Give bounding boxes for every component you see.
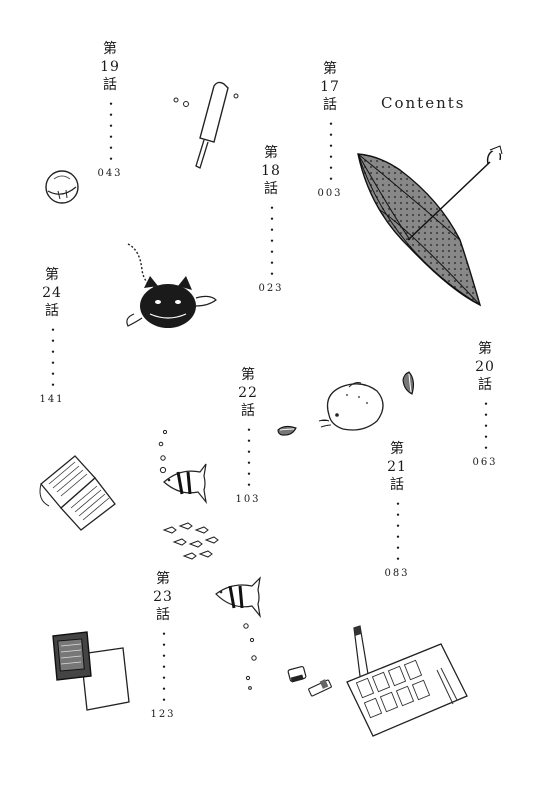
chapter-prefix: 第 <box>45 267 59 283</box>
chapter-leader-dots: ・・・・・ <box>479 398 492 453</box>
chapter-23[interactable]: 第 23 話 ・・・・・・・ 123 <box>148 570 178 720</box>
sunflower-seed-icon <box>277 425 297 436</box>
chapter-22[interactable]: 第 22 話 ・・・・・・ 103 <box>233 366 263 505</box>
chapter-leader-dots: ・・・・・・ <box>242 424 255 490</box>
chapter-number: 18 <box>261 163 281 179</box>
chapter-leader-dots: ・・・・・・ <box>46 324 59 390</box>
contents-title: Contents <box>381 94 466 112</box>
chapter-page-number: 043 <box>97 168 123 179</box>
book-icon <box>39 455 116 531</box>
popsicle-icon <box>173 81 239 169</box>
gashapon-ball-icon <box>45 170 79 204</box>
sunflower-seed-icon <box>402 371 415 395</box>
fish-school-icon <box>162 522 219 560</box>
chapter-prefix: 第 <box>156 571 170 587</box>
sticky-notes-icon <box>346 643 468 737</box>
chapter-leader-dots: ・・・・・・ <box>391 498 404 564</box>
chapter-page-number: 023 <box>258 283 284 294</box>
chapter-page-number: 141 <box>39 394 65 405</box>
chapter-19[interactable]: 第 19 話 ・・・・・・ 043 <box>95 40 125 179</box>
bubble-icon <box>243 623 257 690</box>
chapter-21[interactable]: 第 21 話 ・・・・・・ 083 <box>382 440 412 579</box>
chapter-prefix: 第 <box>103 41 117 57</box>
chapter-prefix: 第 <box>390 441 404 457</box>
chapter-prefix: 第 <box>323 61 337 77</box>
chapter-prefix: 第 <box>264 145 278 161</box>
chapter-suffix: 話 <box>264 181 278 197</box>
chapter-20[interactable]: 第 20 話 ・・・・・ 063 <box>470 340 500 468</box>
chapter-suffix: 話 <box>241 403 255 419</box>
chapter-page-number: 003 <box>317 188 343 199</box>
chapter-number: 22 <box>238 385 258 401</box>
chapter-leader-dots: ・・・・・・・ <box>157 628 170 705</box>
chapter-number: 23 <box>153 589 173 605</box>
chapter-number: 24 <box>42 285 62 301</box>
chapter-page-number: 083 <box>384 568 410 579</box>
chapter-suffix: 話 <box>156 607 170 623</box>
chapter-number: 21 <box>387 459 407 475</box>
hamster-icon <box>318 382 384 431</box>
chapter-number: 19 <box>100 59 120 75</box>
chapter-18[interactable]: 第 18 話 ・・・・・・・ 023 <box>256 144 286 294</box>
chapter-prefix: 第 <box>478 341 492 357</box>
chapter-page-number: 123 <box>150 709 176 720</box>
chapter-page-number: 063 <box>472 457 498 468</box>
eraser-icon <box>287 665 332 697</box>
handheld-console-icon <box>52 631 130 711</box>
chapter-17[interactable]: 第 17 話 ・・・・・・ 003 <box>315 60 345 199</box>
chapter-number: 17 <box>320 79 340 95</box>
chapter-leader-dots: ・・・・・・ <box>324 118 337 184</box>
chapter-prefix: 第 <box>241 367 255 383</box>
chapter-suffix: 話 <box>390 477 404 493</box>
chapter-number: 20 <box>475 359 495 375</box>
chapter-suffix: 話 <box>323 97 337 113</box>
chapter-suffix: 話 <box>45 303 59 319</box>
umbrella-icon <box>357 145 503 307</box>
angelfish-icon <box>163 463 207 505</box>
bubble-icon <box>158 429 168 474</box>
angelfish-icon <box>215 576 261 619</box>
chapter-leader-dots: ・・・・・・ <box>104 98 117 164</box>
chapter-suffix: 話 <box>478 377 492 393</box>
chapter-leader-dots: ・・・・・・・ <box>265 202 278 279</box>
chapter-page-number: 103 <box>235 494 261 505</box>
chapter-suffix: 話 <box>103 77 117 93</box>
chapter-24[interactable]: 第 24 話 ・・・・・・ 141 <box>37 266 67 405</box>
cat-keychain-icon <box>126 243 217 328</box>
